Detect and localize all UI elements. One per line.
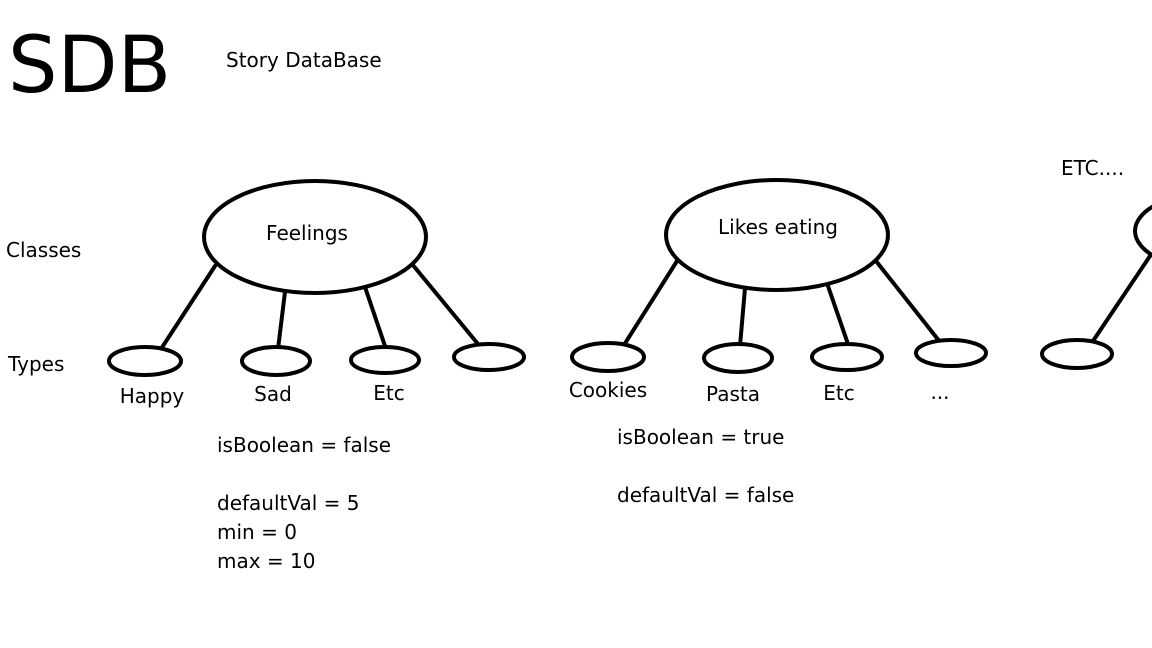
edge-likes-more [874,259,942,344]
type-node [914,338,988,368]
type-label: Pasta [706,382,760,406]
edge-feelings-etc [363,285,388,351]
class-name: Feelings [266,221,348,245]
class-node [664,178,890,292]
edge-likes-pasta [738,286,747,348]
page-title: SDB [8,21,171,111]
type-label: Cookies [569,378,647,402]
edge-feelings-happy [159,264,217,351]
type-label: ... [930,380,949,404]
property-line: defaultVal = 5 [217,491,360,515]
edge-likes-cookies [622,259,679,347]
edge-likes-etc [826,284,851,349]
type-label: Happy [120,384,185,408]
type-label: Etc [823,381,854,405]
type-node [240,345,312,377]
types-row-label: Types [7,352,64,376]
class-likes-eating: Likes eating Cookies Pasta Etc ... isBoo… [569,178,988,507]
type-node [570,341,646,373]
type-label: Sad [254,382,292,406]
edge-feelings-blank [410,262,480,346]
type-node [349,345,421,375]
classes-row-label: Classes [6,238,81,262]
type-node [107,345,183,377]
type-label: Etc [373,381,404,405]
edge-partial-type [1091,254,1152,343]
type-node [702,342,774,374]
class-node [202,179,428,295]
edge-feelings-sad [276,290,287,351]
class-node [1133,204,1152,258]
property-line: min = 0 [217,520,297,544]
class-partial [1040,204,1152,370]
type-node [1040,338,1114,370]
type-node [452,342,526,372]
property-line: isBoolean = false [217,433,391,457]
class-feelings: Feelings Happy Sad Etc isBoolean = false… [107,179,526,573]
property-line: defaultVal = false [617,483,794,507]
property-line: max = 10 [217,549,316,573]
etc-label: ETC.... [1061,156,1124,180]
page-subtitle: Story DataBase [226,48,382,72]
property-line: isBoolean = true [617,425,784,449]
class-name: Likes eating [718,215,838,239]
type-node [810,342,884,372]
